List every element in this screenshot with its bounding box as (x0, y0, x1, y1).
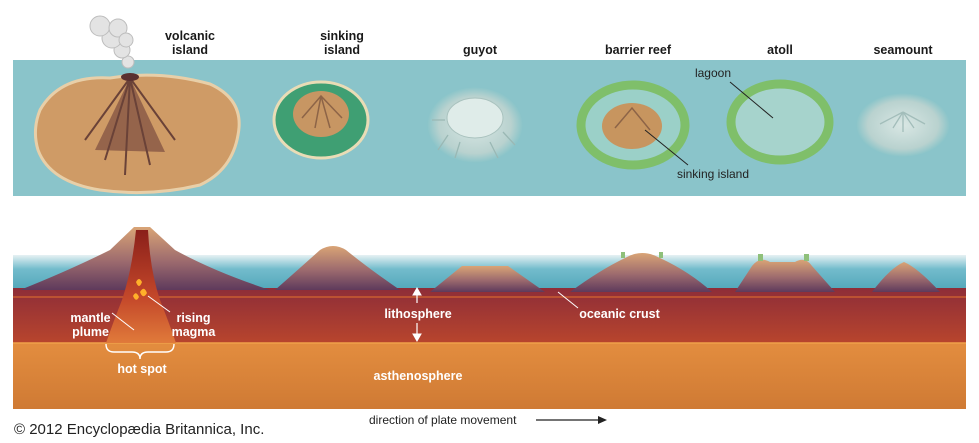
oceanic-crust-leader (557, 291, 579, 309)
label-sinking-island: sinking island (302, 29, 382, 57)
atoll-section (735, 259, 835, 292)
seamount-map (856, 93, 950, 157)
label-volcanic-island: volcanic island (150, 29, 230, 57)
copyright: © 2012 Encyclopædia Britannica, Inc. (14, 421, 265, 438)
barrier-reef-section (570, 253, 712, 292)
label-mantle-plume: mantle plume (63, 311, 118, 339)
hot-spot-bracket (105, 343, 175, 360)
seamount-section (872, 262, 940, 292)
barrier-reef-map (576, 80, 690, 170)
label-hot-spot: hot spot (117, 362, 167, 376)
direction-arrow (536, 416, 607, 424)
label-rising-line1: rising (176, 311, 211, 325)
label-atoll: atoll (767, 43, 793, 57)
label-seamount: seamount (873, 43, 933, 57)
magma-leader (147, 295, 171, 313)
label-mantle-line1: mantle (70, 311, 111, 325)
label-sinking-island-map: sinking island (676, 167, 750, 181)
plume-leader (111, 312, 135, 331)
label-oceanic-crust: oceanic crust (579, 307, 660, 321)
label-volcanic-line2: island (171, 43, 209, 57)
asthenosphere-layer (13, 343, 966, 409)
label-sinking-line2: island (323, 43, 361, 57)
lithosphere-arrows (412, 286, 422, 343)
volcanic-island-map (33, 73, 241, 195)
label-volcanic-line1: volcanic (164, 29, 216, 43)
label-lithosphere: lithosphere (384, 307, 452, 321)
label-lagoon: lagoon (694, 66, 732, 80)
label-mantle-line2: plume (72, 325, 109, 339)
label-rising-line2: magma (171, 325, 216, 339)
sinking-island-section (275, 246, 400, 290)
sinking-island-leader (644, 129, 689, 166)
label-asthenosphere: asthenosphere (373, 369, 463, 383)
magma-blobs (133, 279, 147, 300)
guyot-section (430, 266, 545, 292)
lagoon-leader (729, 81, 774, 119)
smoke-plume (89, 15, 135, 69)
guyot-map (427, 87, 523, 163)
mantle-plume-section (106, 230, 176, 343)
label-guyot: guyot (462, 43, 498, 57)
direction-label: direction of plate movement (369, 413, 517, 427)
label-sinking-line1: sinking (320, 29, 364, 43)
sinking-island-map (272, 80, 370, 160)
label-rising-magma: rising magma (166, 311, 221, 339)
label-barrier-reef: barrier reef (604, 43, 671, 57)
